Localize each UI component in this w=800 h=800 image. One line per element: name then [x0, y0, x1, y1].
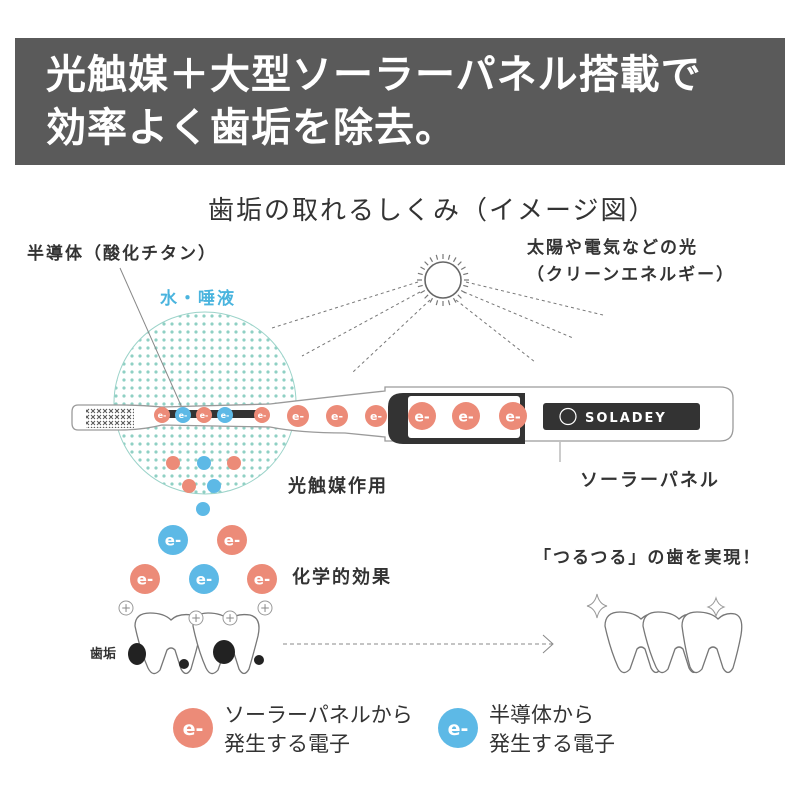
headline-banner — [15, 38, 785, 165]
solar-electron: e- — [254, 407, 270, 423]
solar-electron — [166, 456, 180, 470]
headline-line-2: 効率よく歯垢を除去。 — [46, 105, 456, 151]
photocatalysis-label: 光触媒作用 — [288, 476, 388, 497]
electron-symbol: e- — [505, 409, 520, 425]
plus-symbol: + — [121, 601, 131, 615]
solar-electron: e- — [247, 564, 277, 594]
light-rays — [271, 281, 604, 373]
arrow-right-icon — [283, 634, 554, 654]
light-label-line-1: 太陽や電気などの光 — [527, 238, 698, 258]
solar-electron: e- — [408, 402, 436, 430]
electron-symbol: e- — [221, 411, 230, 420]
diagram-title: 歯垢の取れるしくみ（イメージ図） — [208, 196, 657, 226]
semiconductor-electron: e- — [189, 564, 219, 594]
semiconductor-electron — [197, 456, 211, 470]
chemical-effect-label: 化学的効果 — [292, 567, 392, 588]
solar-electron: e- — [452, 402, 480, 430]
legend-semi-electron-icon: e- — [438, 708, 478, 748]
solar-electron — [182, 479, 196, 493]
electron-group: e-e-e-e-e-e-e-e-e-e-e-e-e-e-e-e- — [130, 402, 527, 594]
smooth-teeth-label: 「つるつる」の歯を実現！ — [534, 548, 762, 568]
legend-solar-electron-icon: e- — [173, 708, 213, 748]
solar-panel-label: ソーラーパネル — [580, 470, 720, 491]
electron-symbol: e- — [165, 532, 181, 550]
plus-symbol: + — [191, 611, 201, 625]
solar-electron — [227, 456, 241, 470]
solar-electron: e- — [287, 405, 309, 427]
water-saliva-label: 水・唾液 — [160, 289, 236, 309]
solar-electron: e- — [130, 564, 160, 594]
plaque-deposits — [128, 640, 264, 669]
tooth-icon-clean — [604, 611, 743, 674]
electron-symbol: e- — [258, 411, 267, 420]
electron-symbol: e- — [224, 532, 240, 550]
solar-electron: e- — [365, 405, 387, 427]
electron-symbol: e- — [158, 411, 167, 420]
solar-electron: e- — [499, 402, 527, 430]
legend-solar-line-1: ソーラーパネルから — [224, 703, 413, 727]
headline-line-1: 光触媒＋大型ソーラーパネル搭載で — [46, 52, 702, 98]
electron-symbol: e- — [331, 410, 343, 423]
legend-semi-line-1: 半導体から — [489, 703, 594, 727]
semiconductor-electron: e- — [175, 407, 191, 423]
light-label-line-2: （クリーンエネルギー） — [527, 265, 736, 285]
electron-symbol: e- — [292, 410, 304, 423]
plus-charges — [118, 600, 273, 626]
sun-icon — [417, 254, 469, 306]
plus-symbol: + — [225, 611, 235, 625]
electron-symbol: e- — [196, 571, 212, 589]
brand-logo-icon — [559, 407, 577, 426]
electron-symbol: e- — [448, 718, 469, 740]
solar-electron: e- — [196, 407, 212, 423]
electron-symbol: e- — [254, 571, 270, 589]
solar-electron: e- — [217, 525, 247, 555]
solar-electron: e- — [326, 405, 348, 427]
semiconductor-bar — [157, 410, 269, 418]
semiconductor-electron — [207, 479, 221, 493]
electron-symbol: e- — [370, 410, 382, 423]
electron-symbol: e- — [179, 411, 188, 420]
electron-symbol: e- — [200, 411, 209, 420]
legend-semi-line-2: 発生する電子 — [489, 732, 615, 756]
sparkle-icon — [586, 593, 726, 619]
tooth-icon-plaque-1 — [134, 612, 260, 675]
bristle-head — [86, 408, 134, 428]
electron-symbol: e- — [183, 718, 204, 740]
electron-symbol: e- — [458, 409, 473, 425]
brand-plate — [543, 403, 700, 430]
semiconductor-pointer-line — [119, 267, 184, 411]
plus-symbol: + — [260, 601, 270, 615]
semiconductor-label: 半導体（酸化チタン） — [27, 244, 217, 264]
brand-logo-text: SOLADEY — [585, 411, 667, 426]
electron-symbol: e- — [414, 409, 429, 425]
solar-electron: e- — [154, 407, 170, 423]
plaque-label: 歯垢 — [90, 647, 117, 662]
electron-symbol: e- — [137, 571, 153, 589]
semiconductor-electron: e- — [158, 525, 188, 555]
semiconductor-electron: e- — [217, 407, 233, 423]
semiconductor-electron — [196, 502, 210, 516]
legend-solar-line-2: 発生する電子 — [224, 732, 350, 756]
